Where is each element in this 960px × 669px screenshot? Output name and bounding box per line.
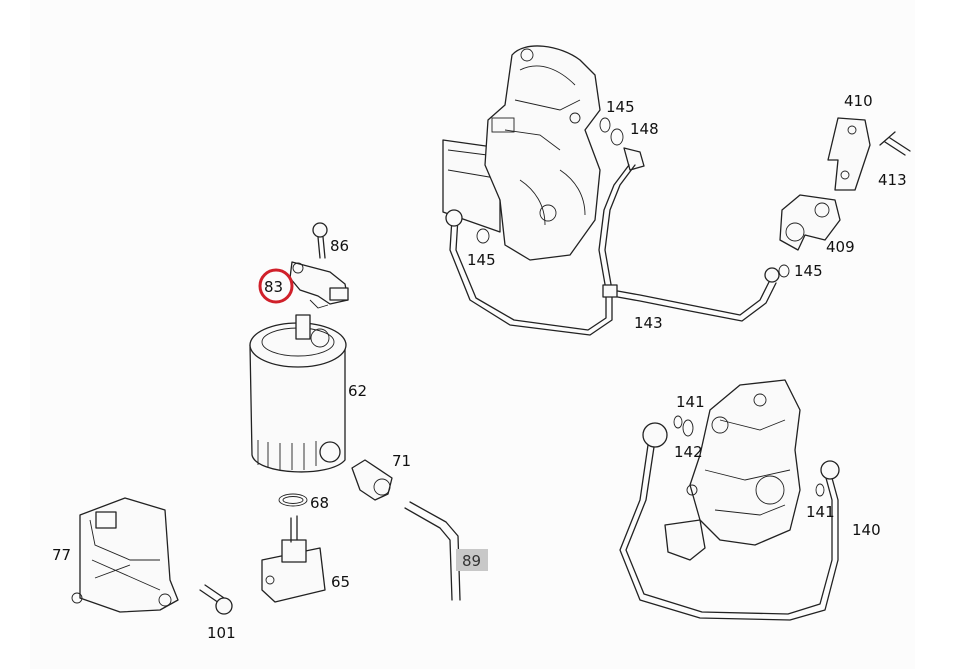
callout-65[interactable]: 65	[331, 573, 350, 591]
boxed-label-89-bg	[456, 549, 488, 571]
callout-86[interactable]: 86	[330, 237, 349, 255]
callout-68[interactable]: 68	[310, 494, 329, 512]
callout-83[interactable]: 83	[264, 278, 283, 296]
callout-62[interactable]: 62	[348, 382, 367, 400]
callout-77[interactable]: 77	[52, 546, 71, 564]
callouts: 86 83 62 71 68 65 77 101 89 145 148 145 …	[52, 92, 907, 642]
elbow-409	[779, 194, 841, 251]
lower-pump-assembly	[664, 379, 825, 561]
fuel-line-140	[619, 422, 840, 621]
fuel-line-143	[445, 164, 780, 336]
callout-145-right[interactable]: 145	[794, 262, 823, 280]
callout-101[interactable]: 101	[207, 624, 236, 642]
callout-142[interactable]: 142	[674, 443, 703, 461]
callout-141-right[interactable]: 141	[806, 503, 835, 521]
callout-143[interactable]: 143	[634, 314, 663, 332]
callout-409[interactable]: 409	[826, 238, 855, 256]
callout-145-top[interactable]: 145	[606, 98, 635, 116]
callout-148[interactable]: 148	[630, 120, 659, 138]
callout-140[interactable]: 140	[852, 521, 881, 539]
bracket-77	[71, 497, 233, 615]
highlight-circle-83	[258, 268, 294, 304]
callout-413[interactable]: 413	[878, 171, 907, 189]
filter-assembly	[249, 222, 461, 603]
callout-410[interactable]: 410	[844, 92, 873, 110]
upper-pump-assembly	[442, 45, 790, 278]
callout-145-left[interactable]: 145	[467, 251, 496, 269]
callout-71[interactable]: 71	[392, 452, 411, 470]
callout-89[interactable]: 89	[462, 552, 481, 570]
callout-141-top[interactable]: 141	[676, 393, 705, 411]
bracket-410	[827, 117, 911, 191]
